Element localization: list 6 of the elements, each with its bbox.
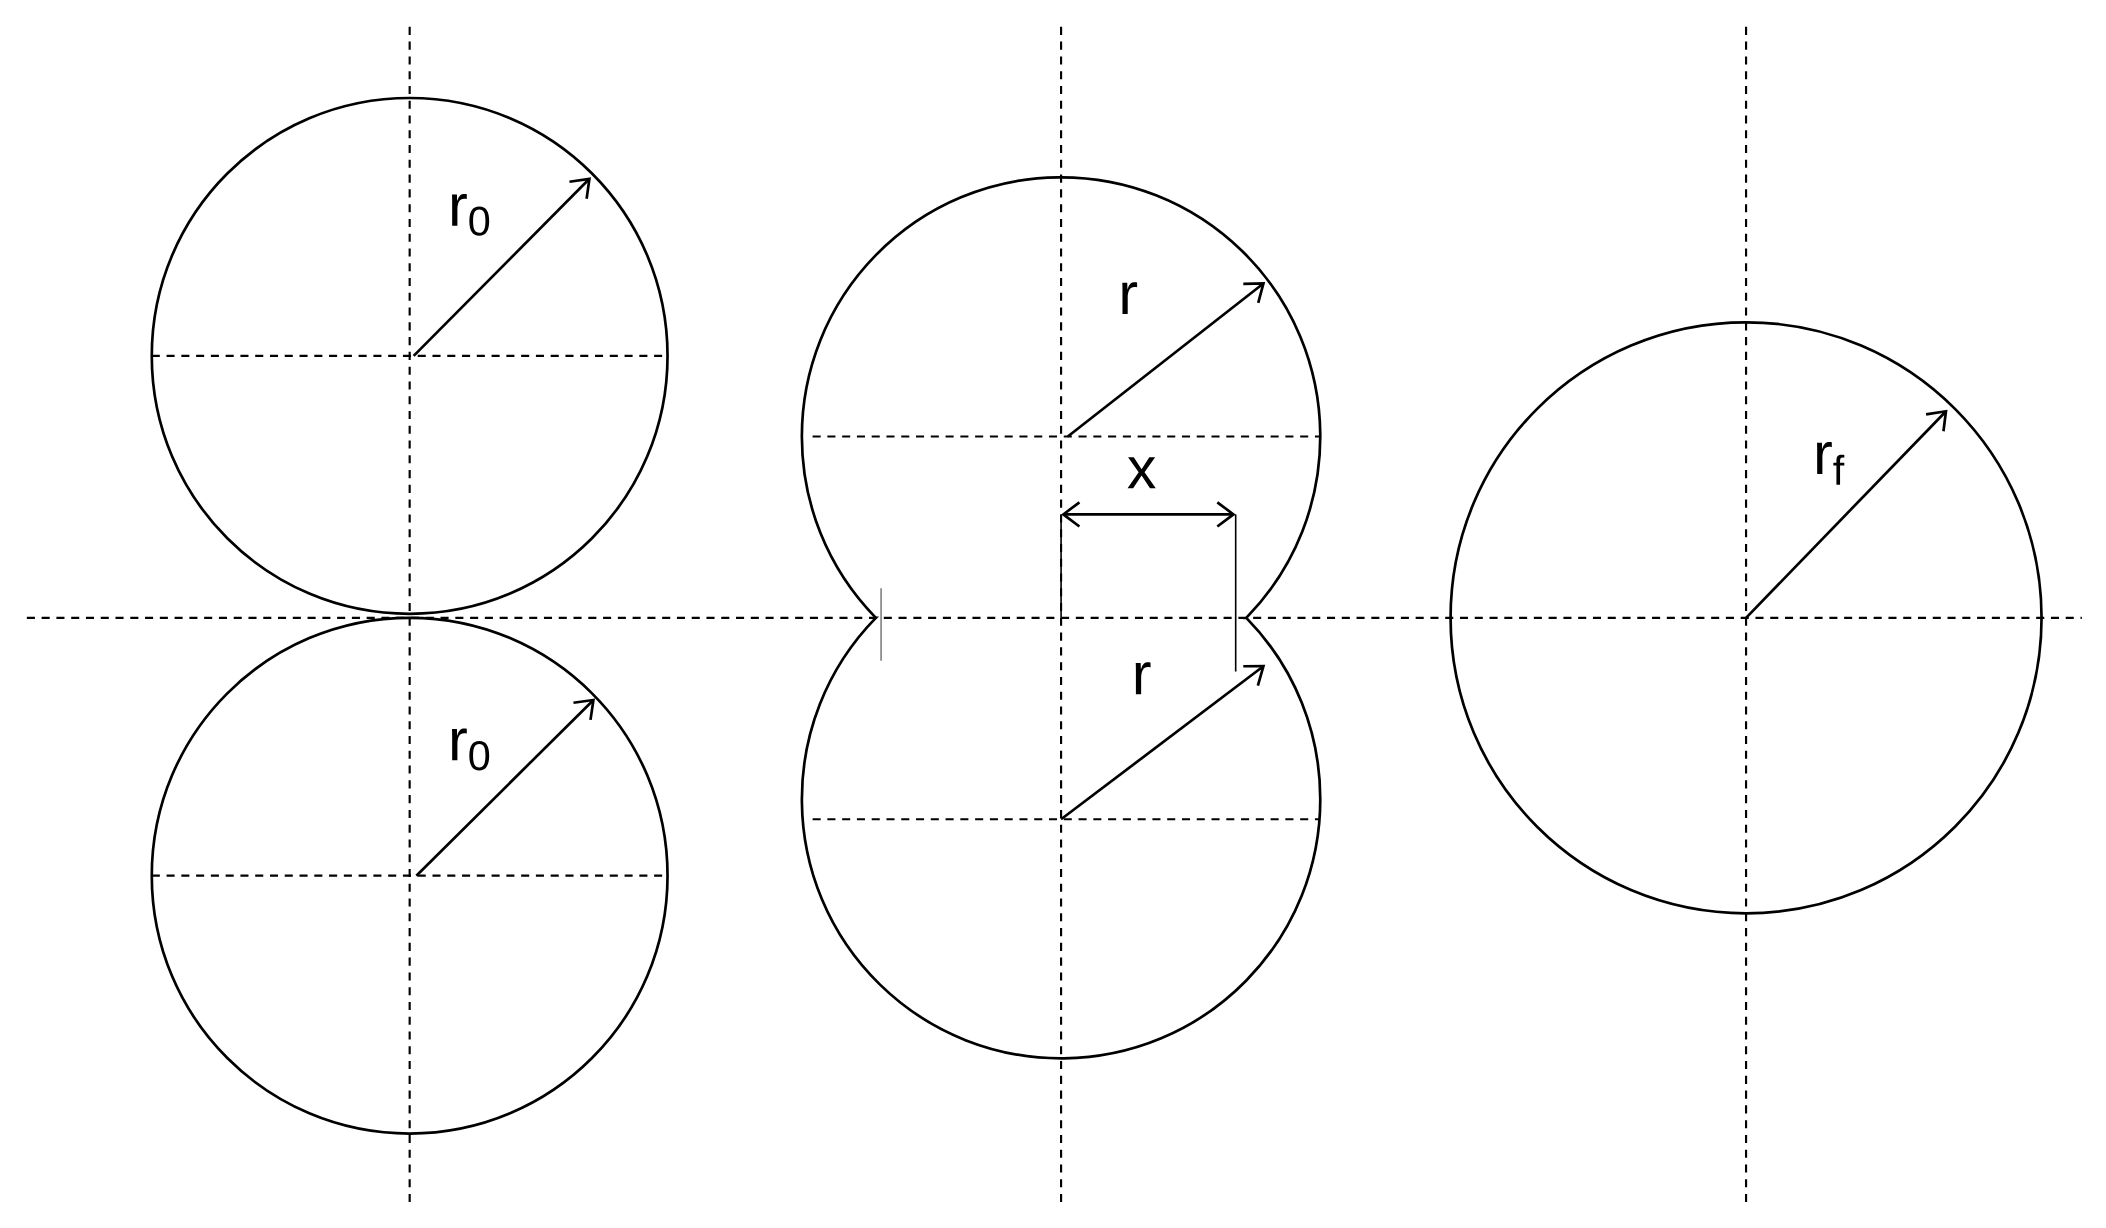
radius-label: r xyxy=(1135,662,1151,695)
radius-label: x xyxy=(1127,457,1156,489)
radius-label: r$_{0}$ xyxy=(452,728,490,771)
radius-label: r$_{f}$ xyxy=(1817,442,1845,485)
radius-label: r xyxy=(1122,282,1138,315)
radius-label: r$_{0}$ xyxy=(452,194,490,237)
